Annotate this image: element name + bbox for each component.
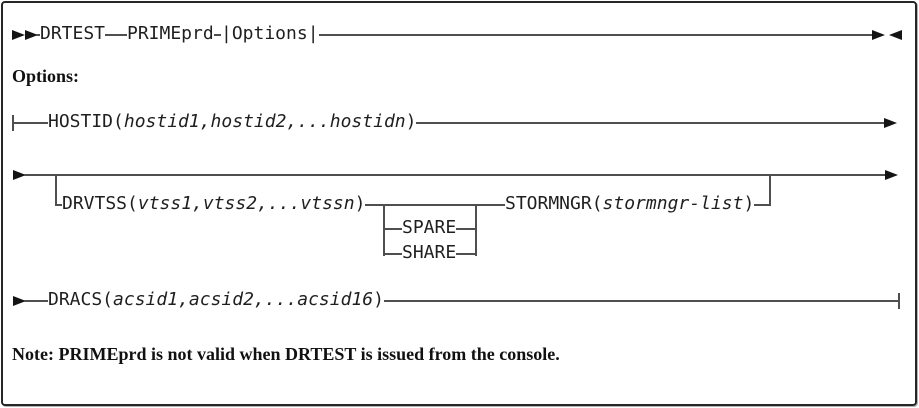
railroad-end-arrow-icon <box>872 30 885 40</box>
hostid-parameter: HOSTID(hostid1,hostid2,...hostidn) <box>48 111 417 133</box>
choice-branch-line <box>383 204 385 256</box>
keyword-text: DRVTSS( <box>62 193 138 215</box>
stormngr-parameter: STORMNGR(stormngr-list) <box>505 193 755 215</box>
railroad-start-arrow-icon <box>12 30 25 40</box>
rail-line <box>13 122 884 124</box>
command-keyword: DRTEST <box>40 23 106 45</box>
branch-line <box>55 174 57 206</box>
keyword-text: DRACS( <box>48 289 114 311</box>
rail-line <box>24 174 885 176</box>
rail-line <box>55 204 771 206</box>
keyword-text: ) <box>743 193 755 215</box>
railroad-end-arrow-icon <box>889 30 902 40</box>
keyword-text: ) <box>373 289 384 311</box>
note-text: Note: PRIMEprd is not valid when DRTEST … <box>12 344 560 364</box>
choice-branch-line <box>475 204 477 256</box>
keyword-text: ) <box>354 193 366 215</box>
operand-text: acsid1,acsid2,...acsid16 <box>113 289 374 311</box>
command-parameter: PRIMEprd <box>127 23 214 45</box>
options-fragment-reference: |Options| <box>221 23 319 45</box>
operand-text: vtss1,vtss2,...vtssn <box>137 193 355 215</box>
keyword-text: HOSTID( <box>48 111 124 133</box>
rail-line <box>24 300 900 302</box>
railroad-start-arrow-icon <box>25 30 38 40</box>
keyword-text: STORMNGR( <box>505 193 603 215</box>
drvtss-parameter: DRVTSS(vtss1,vtss2,...vtssn) <box>62 193 366 215</box>
fragment-end-tick <box>898 293 900 309</box>
options-heading: Options: <box>12 66 80 86</box>
railroad-continue-arrow-icon <box>13 296 26 306</box>
railroad-continue-arrow-icon <box>885 170 898 180</box>
spare-keyword: SPARE <box>402 217 457 239</box>
share-keyword: SHARE <box>402 242 457 264</box>
keyword-text: ) <box>405 111 417 133</box>
dracs-parameter: DRACS(acsid1,acsid2,...acsid16) <box>48 289 384 311</box>
operand-text: stormngr-list <box>602 193 744 215</box>
branch-join-line <box>769 174 771 206</box>
railroad-continue-arrow-icon <box>13 170 26 180</box>
operand-text: hostid1,hostid2,...hostidn <box>123 111 406 133</box>
railroad-continue-arrow-icon <box>884 118 897 128</box>
rail-line <box>36 34 872 36</box>
